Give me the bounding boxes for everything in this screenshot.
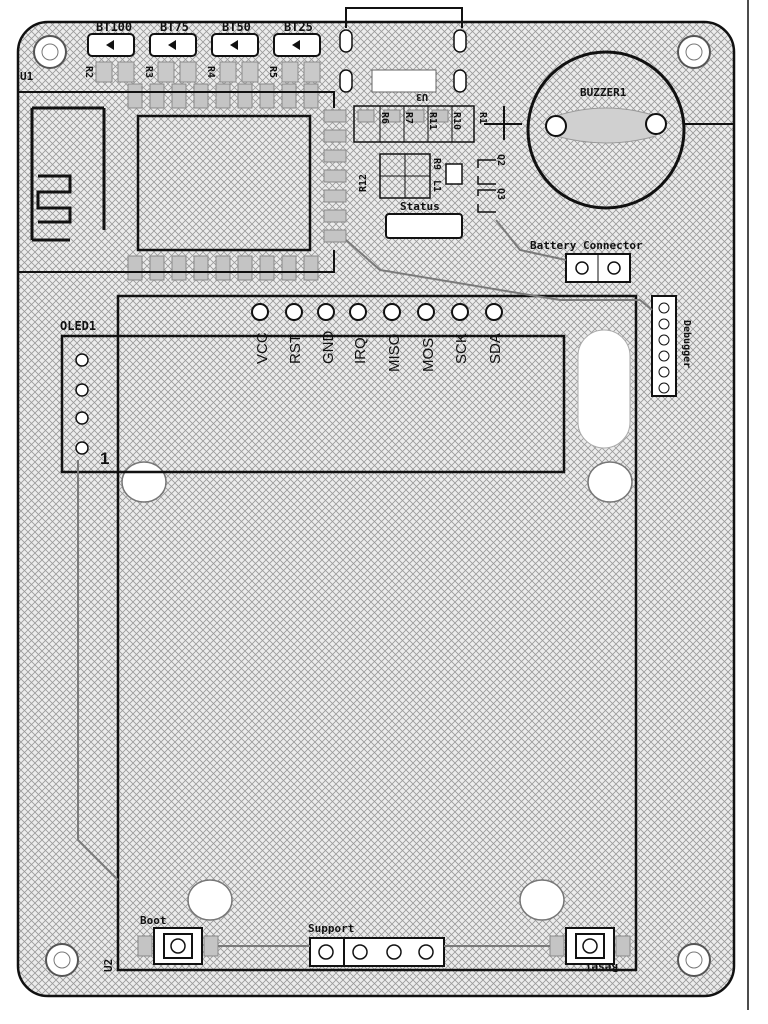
- support-label: Support: [308, 922, 354, 935]
- pin-label-gnd: GND: [320, 331, 337, 365]
- u2-rfid-module: [116, 294, 638, 972]
- resistor-bank: [353, 105, 522, 143]
- reset-button: [549, 927, 631, 965]
- battery-connector-label: Battery Connector: [530, 239, 643, 252]
- support-header: [309, 937, 445, 967]
- battery-connector: [565, 253, 631, 283]
- u3-label: U3: [416, 91, 428, 102]
- reset-label: Reset: [585, 961, 618, 974]
- oled-pin1-label: 1: [100, 449, 109, 468]
- r5-label: R5: [267, 66, 278, 78]
- bt100-label: BT100: [96, 20, 132, 34]
- bt50-label: BT50: [222, 20, 251, 34]
- r12-label: R12: [358, 174, 369, 192]
- buzzer-label: BUZZER1: [580, 86, 627, 99]
- pin-label-rst: RST: [287, 334, 304, 364]
- status-led: [385, 213, 463, 239]
- q3-label: Q3: [495, 188, 506, 200]
- r4-label: R4: [205, 66, 216, 78]
- pin-label-miso: MISO: [386, 334, 403, 372]
- pin-label-irq: IRQ: [352, 337, 369, 364]
- q2-label: Q2: [495, 154, 506, 166]
- r3-label: R3: [143, 66, 154, 78]
- pin-label-vcc: VCC: [254, 332, 271, 364]
- led-resistors: [95, 61, 321, 83]
- boot-button: [137, 927, 219, 965]
- boot-label: Boot: [140, 914, 167, 927]
- u1-module: [18, 83, 347, 281]
- r12-r9-l1-block: [379, 153, 463, 199]
- pin-label-mosi: MOSI: [420, 334, 437, 372]
- l1-label: L1: [431, 180, 442, 192]
- oled-display: [60, 334, 566, 474]
- status-label: Status: [400, 200, 440, 213]
- pin-label-sck: SCK: [453, 333, 470, 364]
- u1-label: U1: [20, 70, 34, 83]
- mounting-holes: [33, 35, 711, 977]
- r7-label: R7: [403, 112, 414, 124]
- r2-label: R2: [83, 66, 94, 78]
- r10-label: R10: [451, 112, 462, 130]
- transistors: [477, 159, 496, 213]
- debugger-label: Debugger: [681, 320, 692, 368]
- pin-label-sda: SDA: [487, 333, 504, 364]
- oled-label: OLED1: [60, 319, 96, 333]
- rfid-header-pads: [251, 303, 503, 321]
- buzzer: [526, 50, 734, 210]
- r6-label: R6: [379, 112, 390, 124]
- u2-label: U2: [102, 959, 115, 972]
- battery-led-row: [87, 33, 321, 57]
- usb-connector: [339, 7, 467, 93]
- bt25-label: BT25: [284, 20, 313, 34]
- bt75-label: BT75: [160, 20, 189, 34]
- traces: [77, 219, 653, 947]
- r11-label: R11: [427, 112, 438, 130]
- debugger-header: [651, 295, 677, 397]
- r9-label: R9: [431, 158, 442, 170]
- r1-label: R1: [477, 112, 488, 124]
